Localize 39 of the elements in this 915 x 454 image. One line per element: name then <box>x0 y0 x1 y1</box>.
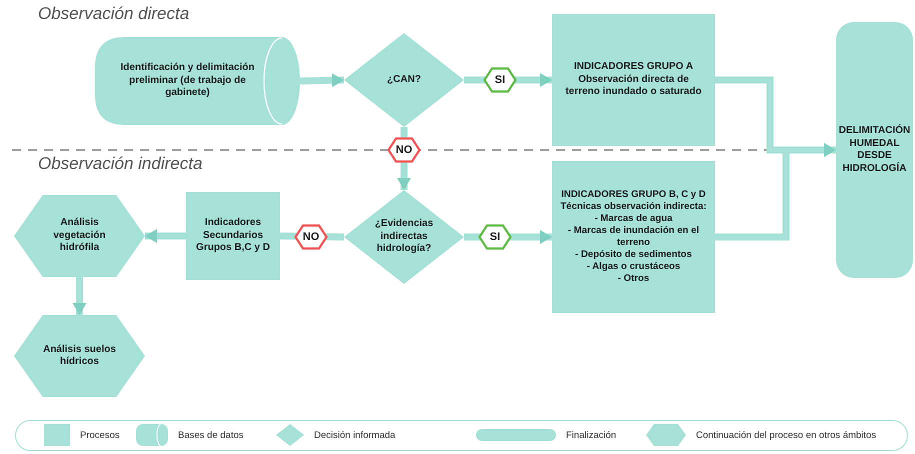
continuation-hexagon <box>14 195 145 277</box>
edge-label: SI <box>478 224 512 250</box>
database-cylinder <box>95 37 300 125</box>
process-box <box>552 161 715 313</box>
legend-text: Decisión informada <box>314 430 396 440</box>
process-box <box>186 192 280 280</box>
decision-diamond <box>344 190 464 284</box>
node-text: ¿CAN? <box>387 74 421 86</box>
node-text: Análisis suelos hídricos <box>42 344 117 368</box>
connector-arrow <box>72 277 86 315</box>
edge-label: SI <box>483 67 517 93</box>
edge-label: NO <box>387 137 421 163</box>
node-text: INDICADORES GRUPO A <box>574 61 694 74</box>
node-text: Técnicas observación indirecta: <box>560 201 707 214</box>
node-text: Observación directa de terreno inundado o saturado <box>564 74 703 99</box>
node-text: ¿Evidencias indirectas hidrología? <box>374 218 434 256</box>
legend-text: Procesos <box>80 430 120 440</box>
terminal-box <box>836 22 913 278</box>
connector-arrow <box>145 229 186 243</box>
node-text: DELIMITACIÓN HUMEDAL DESDE HIDROLOGÍA <box>838 125 912 175</box>
node-text: - Depósito de sedimentos <box>575 248 692 261</box>
node-text: Análisis vegetación hidrófila <box>52 217 107 255</box>
section-heading: Observación indirecta <box>38 154 202 174</box>
node-text: - Otros <box>618 272 650 285</box>
node-text: - Algas o crustáceos <box>586 260 680 273</box>
node-text: - Marcas de agua <box>594 213 672 226</box>
legend-text: Continuación del proceso en otros ámbitos <box>696 430 876 440</box>
process-box <box>552 14 715 146</box>
node-text: Identificación y delimitación preliminar (de trabajo de gabinete) <box>120 62 255 100</box>
node-text: - Marcas de inundación en el terreno <box>566 225 700 249</box>
legend-text: Bases de datos <box>178 430 244 440</box>
edge-label: NO <box>294 224 328 250</box>
node-text: Indicadores Secundarios Grupos B,C y D <box>195 217 271 255</box>
section-heading: Observación directa <box>38 4 190 24</box>
legend-text: Finalización <box>566 430 616 440</box>
connector-arrow <box>300 73 344 88</box>
continuation-hexagon <box>14 315 145 397</box>
decision-diamond <box>344 33 464 127</box>
node-text: INDICADORES GRUPO B, C y D <box>561 189 706 202</box>
